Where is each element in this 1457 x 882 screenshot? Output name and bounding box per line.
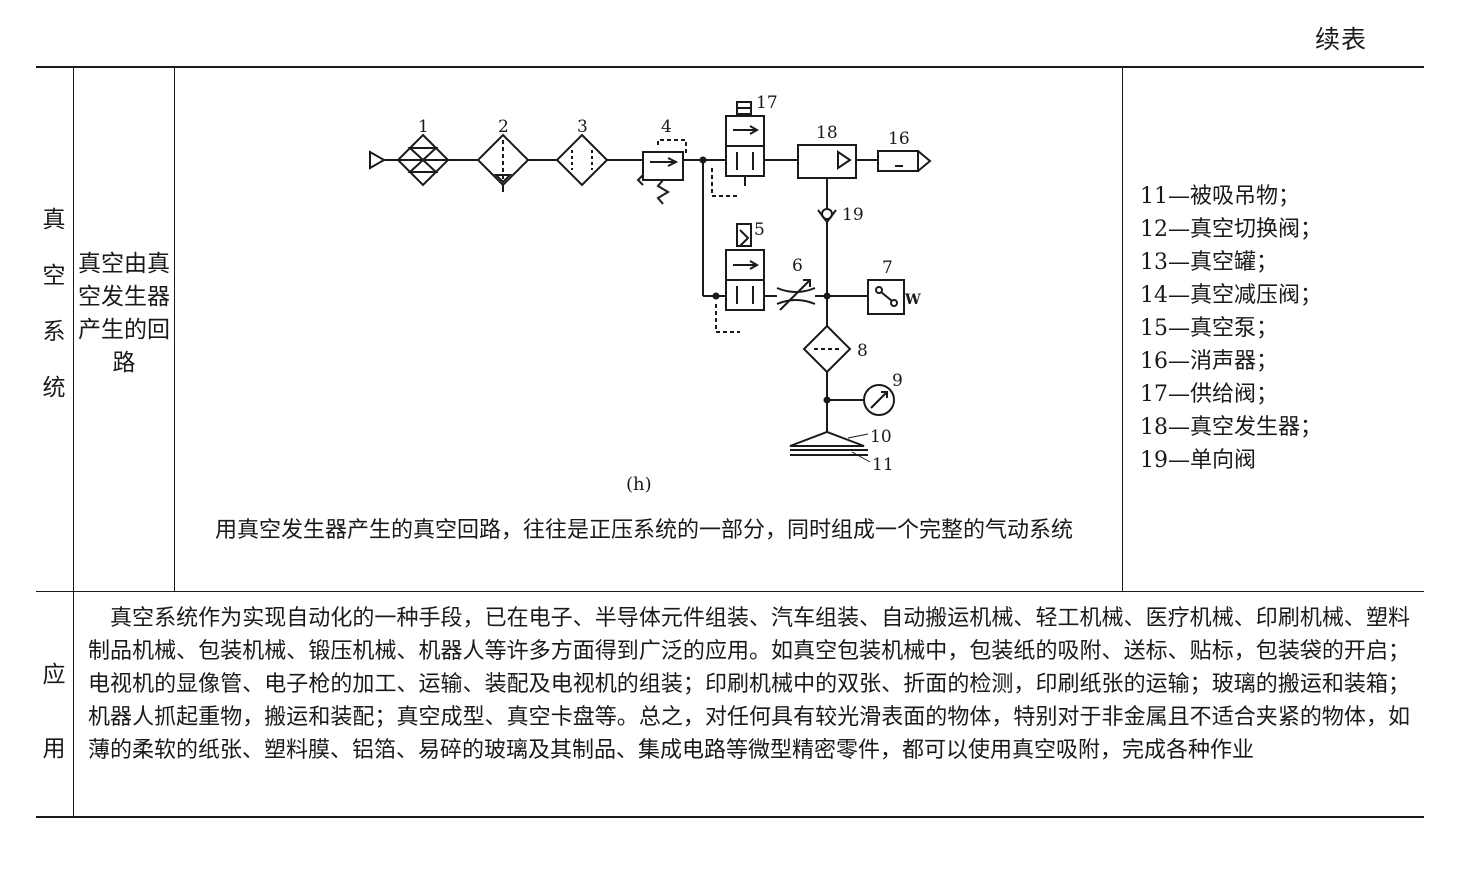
- label-3: 3: [577, 117, 588, 137]
- label-19: 19: [842, 205, 864, 225]
- vacuum-generator-icon: [797, 144, 857, 179]
- label-7: 7: [882, 258, 893, 278]
- category-char: 空: [42, 263, 66, 289]
- category-char: 应: [42, 662, 66, 688]
- label-9: 9: [892, 371, 903, 391]
- legend-item: 18—真空发生器；: [1140, 415, 1322, 440]
- legend-item: 19—单向阀: [1140, 448, 1256, 473]
- figure-label: (h): [626, 474, 652, 495]
- label-6: 6: [792, 256, 803, 276]
- category-application: 应 用: [36, 655, 72, 763]
- supply-valve-icon: [711, 101, 765, 197]
- label-10: 10: [870, 427, 892, 447]
- legend-item: 15—真空泵；: [1140, 316, 1278, 341]
- top-rule: [36, 66, 1424, 68]
- label-5: 5: [754, 220, 765, 240]
- category-char: 真: [42, 207, 66, 233]
- legend-item: 11—被吸吊物；: [1140, 184, 1300, 209]
- legend-item: 17—供给阀；: [1140, 382, 1278, 407]
- component-legend: 11—被吸吊物； 12—真空切换阀； 13—真空罐； 14—真空减压阀； 15—…: [1140, 180, 1322, 477]
- continued-label: 续表: [1314, 25, 1367, 54]
- check-valve-icon: [817, 208, 837, 224]
- lubricator-icon: [555, 133, 609, 187]
- category-vacuum-system: 真 空 系 统: [36, 200, 72, 402]
- suction-cup-icon: [789, 430, 868, 456]
- label-18: 18: [816, 123, 838, 143]
- bottom-rule: [36, 816, 1424, 818]
- legend-item: 13—真空罐；: [1140, 250, 1278, 275]
- silencer-icon: [877, 150, 932, 172]
- col-divider-3: [1122, 66, 1123, 592]
- separator-icon: [476, 133, 530, 192]
- col-divider-2: [174, 66, 175, 592]
- label-16: 16: [888, 129, 910, 149]
- label-1: 1: [418, 117, 429, 137]
- air-source-icon: [369, 150, 387, 170]
- application-text: 真空系统作为实现自动化的一种手段，已在电子、半导体元件组装、汽车组装、自动搬运机…: [88, 606, 1410, 763]
- pressure-regulator-icon: [636, 139, 687, 205]
- figure-caption: 用真空发生器产生的真空回路，往往是正压系统的一部分，同时组成一个完整的气动系统: [215, 518, 1074, 543]
- label-17: 17: [756, 93, 778, 113]
- label-2: 2: [498, 117, 509, 137]
- vacuum-gauge-icon: [863, 384, 895, 416]
- filter-icon: [396, 133, 450, 187]
- legend-item: 14—真空减压阀；: [1140, 283, 1322, 308]
- col-divider-1: [73, 66, 74, 817]
- category-char: 用: [42, 736, 66, 762]
- row-divider: [36, 591, 1424, 592]
- category-char: 统: [42, 375, 66, 401]
- vacuum-filter-icon: [802, 324, 852, 374]
- label-11: 11: [872, 455, 894, 475]
- throttle-valve-icon: [776, 279, 816, 311]
- label-8: 8: [857, 341, 868, 361]
- legend-item: 12—真空切换阀；: [1140, 217, 1322, 242]
- vacuum-switch-icon: [867, 279, 905, 315]
- label-4: 4: [661, 117, 672, 137]
- legend-item: 16—消声器；: [1140, 349, 1278, 374]
- switch-w-mark: W: [904, 292, 921, 308]
- category-char: 系: [42, 319, 66, 345]
- switch-valve-icon: [715, 223, 765, 333]
- subcategory-label: 真空由真空发生器产生的回路: [78, 251, 170, 376]
